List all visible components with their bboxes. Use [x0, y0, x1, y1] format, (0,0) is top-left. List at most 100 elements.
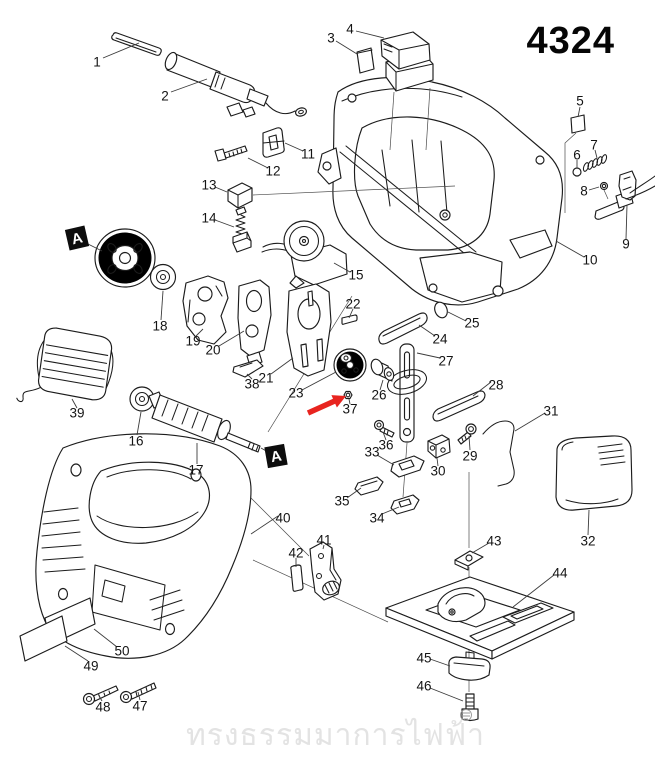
part-label-8: 8	[580, 184, 588, 199]
part-5-leader-line	[577, 106, 581, 118]
part-47-art	[119, 682, 157, 704]
part-label-4: 4	[346, 22, 354, 37]
part-label-19: 19	[185, 334, 200, 349]
part-label-10: 10	[582, 253, 597, 268]
part-label-16: 16	[128, 434, 143, 449]
part-label-41: 41	[316, 533, 331, 548]
helical-gear-art	[94, 228, 156, 288]
part-46-leader-line	[429, 687, 464, 702]
part-29-leader-line	[468, 435, 471, 451]
part-label-1: 1	[93, 55, 101, 70]
part-4-leader-line	[355, 30, 385, 39]
part-30-art	[427, 434, 451, 459]
part-label-34: 34	[369, 511, 385, 526]
part-15-art	[261, 220, 348, 296]
part-24-leader-line	[418, 324, 436, 337]
part-36-art	[373, 419, 395, 438]
part-label-9: 9	[622, 237, 630, 252]
part-label-35: 35	[334, 494, 349, 509]
part-48-leader-line	[97, 693, 103, 702]
part-14-art	[232, 206, 252, 253]
part-2-leader-line	[170, 78, 208, 93]
view-marker-2: A	[264, 443, 288, 469]
part-label-7: 7	[590, 138, 598, 153]
part-38-art	[232, 359, 264, 378]
part-label-31: 31	[543, 404, 558, 419]
part-14-leader-line	[214, 219, 235, 228]
part-33-art	[390, 455, 425, 478]
view-marker-letter: A	[269, 448, 283, 467]
part-33-leader-line	[376, 454, 395, 466]
part-7-leader-line	[594, 149, 598, 159]
part-label-6: 6	[573, 148, 581, 163]
part-50-leader-line	[93, 628, 118, 648]
part-29-art	[457, 423, 477, 445]
part-25-art	[434, 301, 448, 319]
part-8-art	[599, 181, 609, 191]
part-49-leader-line	[64, 645, 89, 662]
part-label-32: 32	[580, 534, 595, 549]
watermark-text: ทรงธรรมมาการไฟฟ้า	[186, 719, 486, 752]
part-45-leader-line	[429, 658, 451, 667]
part-11-leader-line	[284, 142, 304, 152]
part-label-48: 48	[95, 700, 110, 715]
part-label-40: 40	[275, 511, 290, 526]
part-label-37: 37	[342, 402, 357, 417]
part-label-44: 44	[552, 566, 568, 581]
part-7-art	[582, 154, 608, 172]
part-34-art	[390, 494, 420, 515]
part-label-30: 30	[430, 464, 445, 479]
part-42-art	[290, 564, 304, 592]
part-label-18: 18	[152, 319, 167, 334]
view-marker-1: A	[64, 225, 90, 251]
part-label-47: 47	[132, 699, 147, 714]
part-label-49: 49	[83, 659, 98, 674]
part-10-art	[317, 76, 564, 306]
view-marker-letter: A	[70, 229, 85, 248]
part-label-20: 20	[205, 343, 220, 358]
model-number: 4324	[526, 20, 615, 62]
part-18-art	[149, 263, 177, 291]
part-41-art	[309, 541, 342, 601]
part-36-leader-line	[382, 431, 387, 441]
part-label-29: 29	[462, 449, 477, 464]
part-label-27: 27	[438, 354, 453, 369]
part-23-art	[333, 348, 367, 382]
part-21-leader-line	[270, 357, 294, 375]
part-label-17: 17	[188, 463, 203, 478]
part-37-leader-line	[348, 398, 351, 405]
part-16-leader-line	[136, 411, 142, 436]
part-35-art	[354, 476, 384, 496]
part-18-leader-line	[160, 290, 164, 321]
part-label-11: 11	[301, 147, 315, 162]
leader-lines	[64, 30, 628, 702]
part-12-art	[214, 145, 248, 162]
part-label-42: 42	[288, 546, 303, 561]
part-23-leader-line	[301, 371, 337, 391]
part-27-leader-line	[416, 352, 441, 359]
part-2-art	[164, 51, 307, 118]
part-17-art	[148, 391, 261, 453]
part-label-50: 50	[114, 644, 129, 659]
part-label-22: 22	[345, 297, 360, 312]
part-9-leader-line	[625, 204, 628, 240]
part-40-leader-line	[250, 515, 279, 535]
part-19-leader-line	[195, 328, 204, 337]
part-8-leader-line	[588, 186, 600, 191]
part-24-art	[378, 312, 428, 345]
part-label-23: 23	[288, 386, 303, 401]
part-41-leader-line	[322, 544, 325, 550]
part-1-leader-line	[102, 42, 140, 59]
part-13-art	[227, 182, 253, 209]
part-10-leader-line	[555, 240, 585, 258]
part-label-26: 26	[371, 388, 386, 403]
part-26-leader-line	[379, 379, 384, 391]
part-43-leader-line	[471, 542, 490, 554]
part-3-leader-line	[335, 40, 358, 55]
part-28-art	[432, 390, 486, 422]
part-26-art	[370, 358, 395, 382]
view-marker-leader-1	[87, 243, 103, 252]
part-31-leader-line	[514, 412, 546, 432]
part-15-leader-line	[333, 262, 351, 273]
